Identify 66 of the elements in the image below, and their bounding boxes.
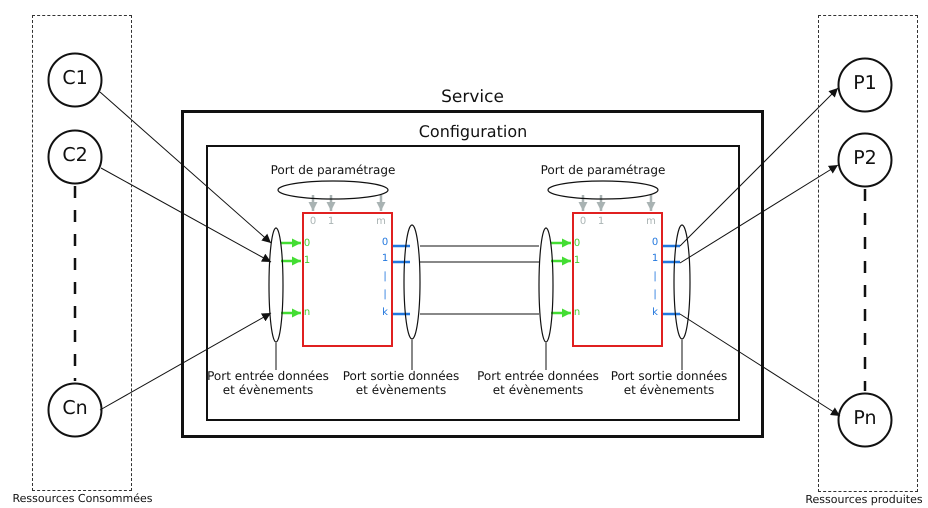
resource-name: Cn bbox=[61, 398, 89, 420]
port-caption: Port entrée données et évènements bbox=[476, 370, 600, 398]
resource-name: C1 bbox=[61, 68, 89, 90]
arrow bbox=[100, 312, 272, 410]
port-caption: Port entrée données et évènements bbox=[206, 370, 330, 398]
port-number: 0 bbox=[574, 239, 580, 249]
port-number: | bbox=[383, 290, 387, 300]
arrow bbox=[551, 256, 571, 266]
port-number: 1 bbox=[382, 254, 388, 264]
arrow bbox=[308, 195, 318, 211]
port-number: 0 bbox=[382, 238, 388, 248]
resource-name: P1 bbox=[852, 73, 878, 95]
component-box bbox=[572, 212, 663, 347]
port-number: k bbox=[652, 308, 658, 318]
port-number: k bbox=[382, 308, 388, 318]
port-number: m bbox=[646, 217, 656, 227]
port-label: Port de paramétrage bbox=[270, 164, 396, 178]
arrow bbox=[281, 238, 301, 248]
arrow bbox=[680, 314, 840, 416]
port-number: | bbox=[653, 272, 657, 282]
port-caption: Port sortie données et évènements bbox=[610, 370, 728, 398]
port-caption: Port sortie données et évènements bbox=[342, 370, 460, 398]
arrow bbox=[680, 88, 838, 246]
resource-name: P2 bbox=[852, 148, 878, 170]
group-label: Ressources produites bbox=[804, 494, 924, 507]
dashed-line bbox=[864, 189, 866, 391]
component-box bbox=[302, 212, 393, 347]
port-number: m bbox=[376, 217, 386, 227]
dashed-line bbox=[74, 186, 76, 381]
connector-line bbox=[663, 260, 680, 264]
resource-name: Pn bbox=[852, 408, 878, 430]
arrow bbox=[551, 238, 571, 248]
port-label: Port de paramétrage bbox=[540, 164, 666, 178]
arrow bbox=[281, 256, 301, 266]
arrow bbox=[100, 168, 272, 262]
arrow bbox=[100, 92, 272, 244]
port-number: 1 bbox=[328, 217, 334, 227]
connector-line bbox=[393, 244, 410, 248]
port-number: 0 bbox=[310, 217, 316, 227]
port-number: 0 bbox=[652, 238, 658, 248]
port-number: 1 bbox=[652, 254, 658, 264]
port-number: n bbox=[574, 308, 580, 318]
arrow bbox=[326, 195, 336, 211]
port-number: 1 bbox=[304, 256, 310, 266]
connector-line bbox=[393, 260, 410, 264]
resource-name: C2 bbox=[61, 145, 89, 167]
port-number: 1 bbox=[598, 217, 604, 227]
port-number: | bbox=[653, 290, 657, 300]
connector-line bbox=[663, 312, 680, 316]
port-number: n bbox=[304, 308, 310, 318]
arrow bbox=[596, 195, 606, 211]
arrow bbox=[680, 164, 838, 264]
arrow bbox=[646, 195, 656, 211]
connector-line bbox=[393, 312, 410, 316]
group-label: Ressources Consommées bbox=[12, 493, 154, 506]
arrow bbox=[578, 195, 588, 211]
port-number: 0 bbox=[304, 239, 310, 249]
frame-title: Service bbox=[440, 88, 505, 108]
port-number: 0 bbox=[580, 217, 586, 227]
port-number: | bbox=[383, 272, 387, 282]
arrow bbox=[281, 308, 301, 318]
frame-title: Configuration bbox=[418, 123, 528, 142]
arrow bbox=[376, 195, 386, 211]
arrow bbox=[551, 308, 571, 318]
port-number: 1 bbox=[574, 256, 580, 266]
connector-line bbox=[663, 244, 680, 248]
